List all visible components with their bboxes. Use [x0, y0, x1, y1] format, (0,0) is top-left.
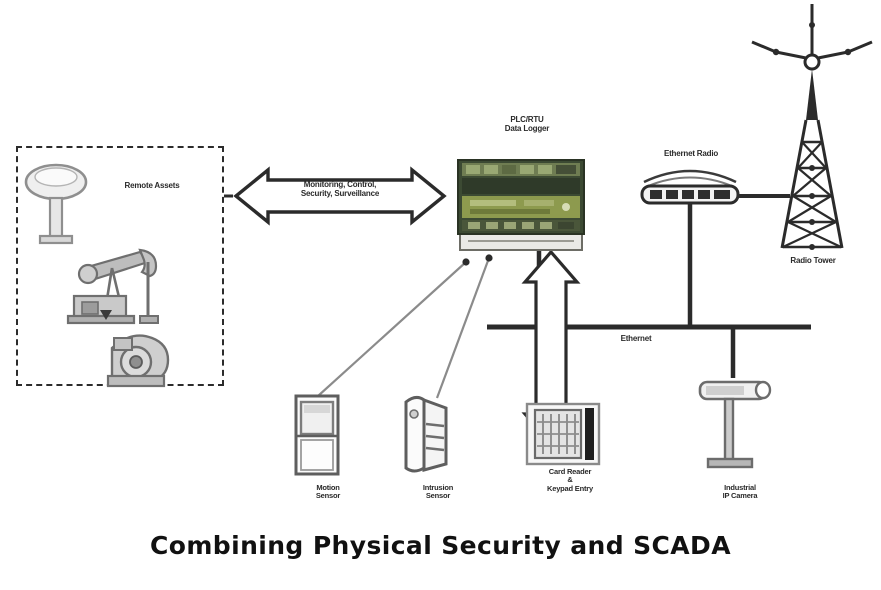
- intrusion-sensor-leader-dot: [485, 254, 493, 262]
- intrusion-sensor-icon: [404, 395, 448, 473]
- bidirectional-arrow: [233, 166, 447, 226]
- ethernet-bus-label: Ethernet: [620, 334, 652, 343]
- pump-blower-icon: [106, 334, 170, 388]
- water-tower-icon: [24, 163, 88, 245]
- motion-sensor-label: Motion Sensor: [315, 483, 341, 501]
- rtu-label: PLC/RTU Data Logger: [504, 115, 550, 133]
- rtu-controller-icon: [457, 159, 585, 251]
- motion-sensor-leader-dot: [462, 258, 470, 266]
- diagram-title: Combining Physical Security and SCADA: [150, 531, 731, 560]
- ethernet-radio-icon: [640, 169, 740, 205]
- intrusion-sensor-label: Intrusion Sensor: [422, 483, 454, 501]
- radio-tower-icon: [751, 4, 873, 250]
- card-reader-label: Card Reader & Keypad Entry: [547, 467, 593, 493]
- ip-camera-icon: [698, 380, 772, 469]
- bidirectional-link-label: Monitoring, Control, Security, Surveilla…: [300, 180, 380, 198]
- ip-camera-label: Industrial IP Camera: [722, 483, 758, 501]
- ethernet-radio-label: Ethernet Radio: [663, 149, 719, 158]
- radio-tower-label: Radio Tower: [790, 256, 836, 265]
- motion-sensor-leader-line: [317, 261, 467, 397]
- remote-assets-label: Remote Assets: [124, 181, 180, 190]
- motion-sensor-icon: [294, 394, 340, 476]
- pumpjack-icon: [66, 248, 159, 325]
- card-reader-icon: [525, 402, 601, 466]
- intrusion-sensor-leader-line: [435, 257, 491, 399]
